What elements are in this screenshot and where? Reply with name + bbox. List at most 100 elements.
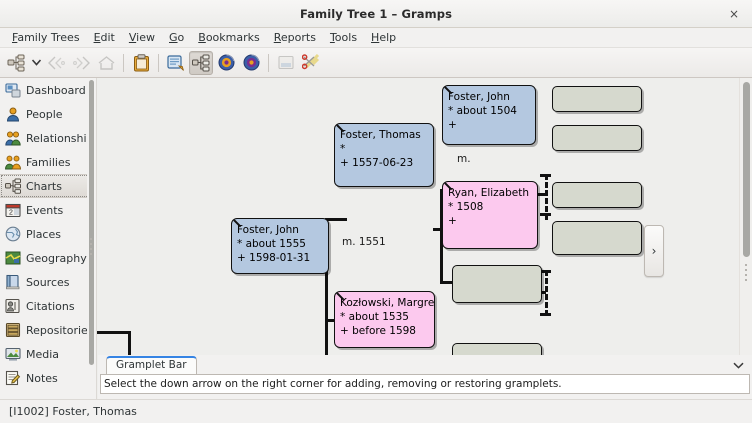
sidebar-item-repositories[interactable]: Repositories [0, 318, 96, 342]
status-bar: [I1002] Foster, Thomas [0, 399, 752, 423]
person-birth: * about 1535 [340, 311, 409, 323]
box-corner-fold-icon [443, 182, 452, 191]
tools-icon[interactable] [239, 51, 263, 75]
reports-icon[interactable] [214, 51, 238, 75]
status-text: [I1002] Foster, Thomas [9, 405, 137, 418]
toolbar-separator [268, 53, 269, 72]
sidebar-item-notes[interactable]: Notes [0, 366, 96, 390]
sidebar-item-citations[interactable]: Citations [0, 294, 96, 318]
chevron-down-icon[interactable] [29, 51, 43, 75]
person-death: + 1557-06-23 [340, 157, 414, 169]
person-box[interactable]: Ryan, Elizabeth* 1508+ [442, 181, 538, 249]
tab-gramplet-bar[interactable]: Gramplet Bar [106, 356, 197, 374]
person-box-empty[interactable] [452, 265, 542, 303]
sidebar-item-people[interactable]: People [0, 102, 96, 126]
box-corner-fold-icon [335, 292, 344, 301]
person-box-empty[interactable] [552, 221, 642, 255]
person-box-empty[interactable] [552, 86, 642, 112]
repositories-icon [5, 322, 21, 338]
menu-bar: Family Trees Edit View Go Bookmarks Reports To… [0, 28, 752, 48]
connector-line-dashed [534, 193, 546, 196]
close-icon[interactable]: × [728, 6, 740, 21]
sidebar-item-label: Sources [26, 275, 70, 289]
menu-view[interactable]: View [128, 31, 155, 44]
person-box[interactable]: Foster, John* about 1504+ [442, 85, 536, 145]
sidebar-item-label: Dashboard [26, 83, 86, 97]
charts-icon[interactable] [189, 50, 213, 75]
chevron-down-icon[interactable] [733, 361, 744, 372]
connector-line-dashed [545, 270, 548, 316]
sidebar-item-events[interactable]: 2 Events [0, 198, 96, 222]
sidebar-item-relationships[interactable]: Relationships [0, 126, 96, 150]
box-corner-fold-icon [335, 124, 344, 133]
sidebar-item-label: Media [26, 347, 60, 361]
sidebar-item-places[interactable]: Places [0, 222, 96, 246]
menu-edit[interactable]: Edit [93, 31, 115, 44]
add-person-icon[interactable] [164, 51, 188, 75]
sidebar-scrollbar[interactable] [87, 78, 96, 399]
person-box[interactable]: Foster, Thomas * + 1557-06-23 [334, 123, 434, 187]
connector-line-dashed [540, 270, 551, 273]
relationships-icon [5, 130, 21, 146]
menu-help[interactable]: Help [371, 31, 397, 44]
person-box-empty[interactable] [552, 182, 642, 208]
charts-icon [5, 178, 21, 194]
person-birth: * [340, 143, 346, 155]
connector-line-dashed [545, 174, 548, 220]
menu-tools[interactable]: Tools [329, 31, 358, 44]
marriage-label: m. [457, 153, 471, 165]
family-tree-icon[interactable] [4, 51, 28, 75]
sidebar-item-label: Events [26, 203, 64, 217]
expand-right-icon: › [651, 244, 657, 258]
menu-reports[interactable]: Reports [273, 31, 316, 44]
sidebar-grip-icon [90, 238, 93, 260]
back-arrow-icon[interactable] [44, 51, 68, 75]
sidebar-item-media[interactable]: Media [0, 342, 96, 366]
home-icon[interactable] [94, 51, 118, 75]
person-box-empty[interactable] [552, 125, 642, 151]
toolbar-separator [123, 53, 124, 72]
box-corner-fold-icon [232, 219, 241, 228]
person-name: Foster, Thomas [340, 129, 421, 141]
sidebar-item-dashboard[interactable]: Dashboard [0, 78, 96, 102]
toolbar-separator [158, 53, 159, 72]
places-icon [5, 226, 21, 242]
gramplet-tabstrip: Gramplet Bar [98, 355, 752, 374]
chart-scrollbar-thumb[interactable] [743, 82, 750, 257]
chart-vertical-scrollbar[interactable] [739, 78, 752, 399]
sources-icon [5, 274, 21, 290]
window-title: Family Tree 1 – Gramps [299, 6, 453, 21]
clipboard-icon[interactable] [129, 51, 153, 75]
person-box[interactable]: Foster, John* about 1555+ 1598-01-31 [231, 218, 329, 274]
svg-text:2: 2 [9, 210, 13, 217]
events-icon: 2 [5, 202, 21, 218]
sidebar-item-geography[interactable]: Geography [0, 246, 96, 270]
person-death: + [448, 119, 457, 131]
sidebar-item-label: Geography [26, 251, 87, 265]
menu-go[interactable]: Go [169, 31, 185, 44]
connector-line [325, 218, 328, 384]
sidebar-item-label: Families [26, 155, 71, 169]
expand-right-button[interactable]: › [644, 225, 664, 277]
gramplet-message: Select the down arrow on the right corne… [100, 374, 750, 394]
sidebar-item-sources[interactable]: Sources [0, 270, 96, 294]
sidebar-item-charts[interactable]: Charts [0, 174, 96, 198]
media-icon[interactable] [274, 51, 298, 75]
menu-bookmarks[interactable]: Bookmarks [198, 31, 260, 44]
forward-arrow-icon[interactable] [69, 51, 93, 75]
geography-icon [5, 250, 21, 266]
sidebar-item-families[interactable]: Families [0, 150, 96, 174]
marriage-label: m. 1551 [342, 236, 386, 248]
sidebar-scrollbar-thumb[interactable] [89, 80, 94, 365]
dashboard-icon [5, 82, 21, 98]
scissors-icon[interactable] [299, 51, 323, 75]
menu-family-trees[interactable]: Family Trees [12, 31, 80, 44]
person-box[interactable]: Kozłowski, Margret* about 1535+ before 1… [334, 291, 435, 348]
person-birth: * about 1555 [237, 238, 306, 250]
tool-bar [0, 48, 752, 78]
